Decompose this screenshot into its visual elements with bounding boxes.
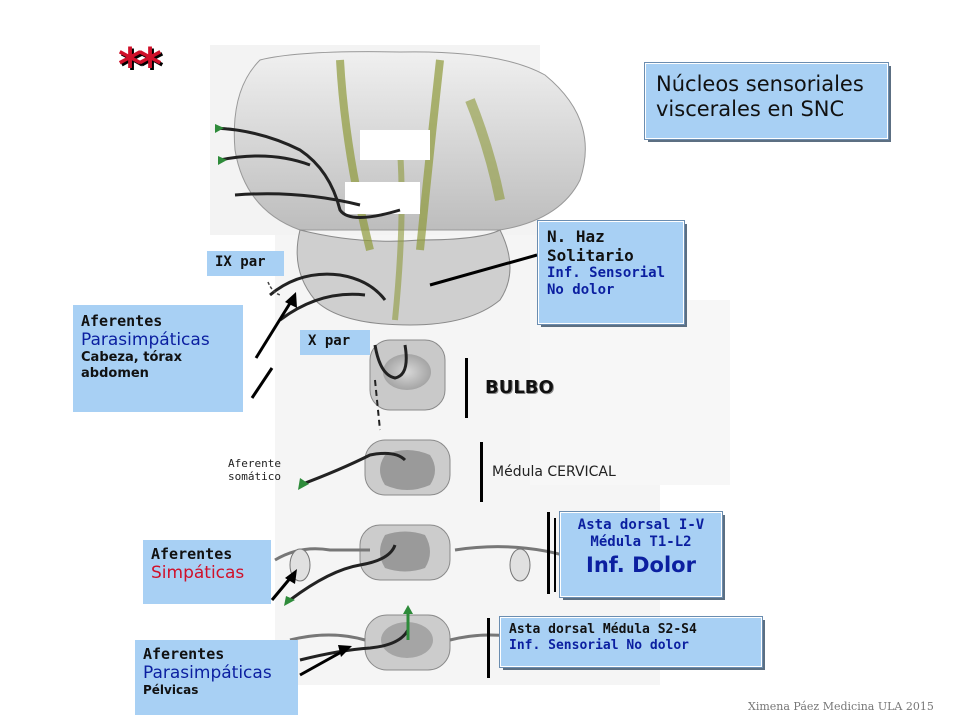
aferentes-simpaticas-line-2: Simpáticas	[151, 563, 245, 583]
aferente-somatico-label: Aferente somático	[228, 457, 281, 483]
haz-solitario-line-3: Inf. Sensorial	[547, 265, 666, 282]
haz-solitario-line-1: N. Haz	[547, 227, 605, 246]
asta-t1-line-1: Asta dorsal I-V	[577, 517, 705, 533]
aferentes-parasimpaticas-cabeza-box: Aferentes Parasimpáticas Cabeza, tórax a…	[73, 305, 243, 412]
spinal-segment-thoracic	[359, 524, 451, 581]
aferente-somatico-line-1: Aferente	[228, 457, 281, 470]
aferentes-cabeza-line-4: abdomen	[81, 365, 149, 381]
author-credit: Ximena Páez Medicina ULA 2015	[748, 700, 934, 713]
asta-dorsal-t1-box: Asta dorsal I-V Médula T1-L2 Inf. Dolor	[559, 511, 723, 598]
x-par-label: X par	[300, 330, 370, 355]
spinal-segment-cervical	[364, 439, 451, 496]
haz-solitario-line-2: Solitario	[547, 246, 634, 266]
aferentes-parasimpaticas-pelvicas-box: Aferentes Parasimpáticas Pélvicas	[135, 640, 298, 715]
asta-t1-line-2: Médula T1-L2	[590, 533, 692, 550]
asta-s2-line-2: Inf. Sensorial No dolor	[509, 637, 690, 653]
thoracic-bar-1	[547, 512, 550, 594]
asta-s2-line-1: Asta dorsal Médula S2-S4	[509, 622, 697, 637]
aferentes-simpaticas-line-1: Aferentes	[151, 545, 233, 563]
ix-par-label: IX par	[207, 251, 284, 276]
title-box: Núcleos sensoriales viscerales en SNC	[644, 62, 889, 140]
aferentes-pelvicas-line-2: Parasimpáticas	[143, 663, 272, 683]
cervical-bar	[480, 442, 483, 502]
sacral-bar	[487, 618, 490, 678]
title-line-1: Núcleos sensoriales	[656, 72, 864, 96]
asta-dorsal-s2-box: Asta dorsal Médula S2-S4 Inf. Sensorial …	[499, 616, 763, 668]
pointer-line-haz-solitario	[429, 253, 538, 287]
haz-solitario-box: N. Haz Solitario Inf. Sensorial No dolor	[537, 220, 685, 325]
aferentes-cabeza-line-2: Parasimpáticas	[81, 330, 210, 350]
spinal-segment-bulbo	[369, 339, 446, 411]
haz-solitario-line-4: No dolor	[547, 282, 615, 299]
aferentes-pelvicas-line-3: Pélvicas	[143, 683, 199, 698]
bulbo-bar	[465, 358, 468, 418]
aferentes-cabeza-line-1: Aferentes	[81, 312, 163, 330]
aferentes-pelvicas-line-1: Aferentes	[143, 645, 225, 663]
aferentes-simpaticas-box: Aferentes Simpáticas	[143, 540, 271, 604]
aferentes-cabeza-line-3: Cabeza, tórax	[81, 350, 182, 366]
aferente-somatico-line-2: somático	[228, 470, 281, 484]
title-line-2: viscerales en SNC	[656, 97, 845, 122]
asta-t1-line-3: Inf. Dolor	[586, 552, 696, 577]
bulbo-label: BULBO	[485, 377, 554, 398]
medula-cervical-label: Médula CERVICAL	[492, 464, 616, 480]
stars-mark: **	[118, 38, 162, 92]
thoracic-bar-2	[554, 518, 556, 592]
